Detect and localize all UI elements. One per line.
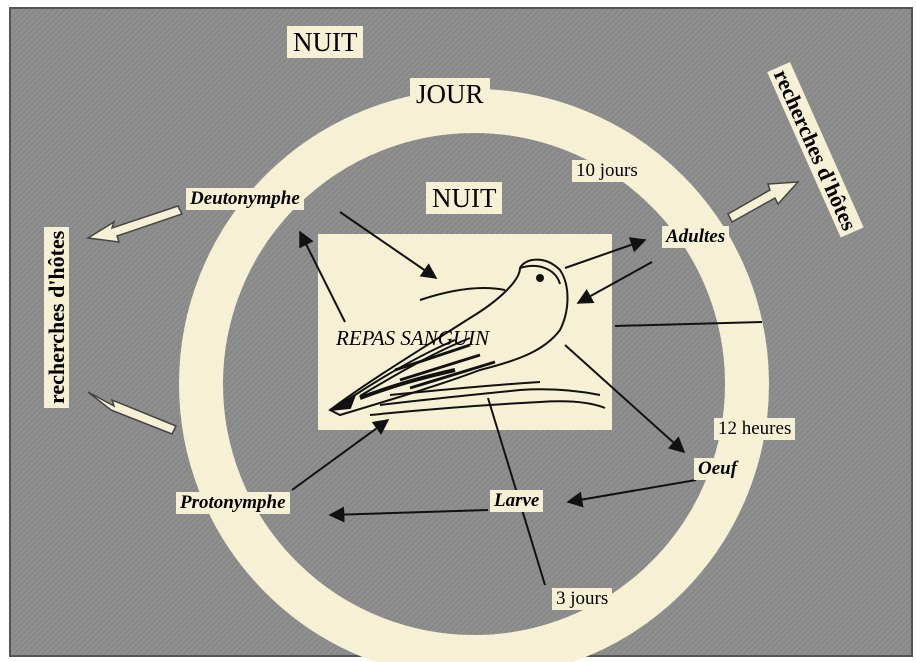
stage-oeuf: Oeuf xyxy=(694,458,741,480)
stage-deutonymphe: Deutonymphe xyxy=(186,188,304,210)
duration-10-jours: 10 jours xyxy=(572,160,642,182)
label-jour: JOUR xyxy=(410,78,490,110)
label-nuit-inner: NUIT xyxy=(426,182,502,214)
label-nuit-outer: NUIT xyxy=(287,26,363,58)
stage-larve: Larve xyxy=(490,490,543,512)
label-host-search-left: recherches d'hôtes xyxy=(44,227,69,408)
stage-protonymphe: Protonymphe xyxy=(176,492,290,514)
duration-12-heures: 12 heures xyxy=(714,418,795,440)
duration-3-jours: 3 jours xyxy=(552,588,612,610)
stage-adultes: Adultes xyxy=(662,226,729,248)
label-repas-sanguin: REPAS SANGUIN xyxy=(336,326,489,351)
